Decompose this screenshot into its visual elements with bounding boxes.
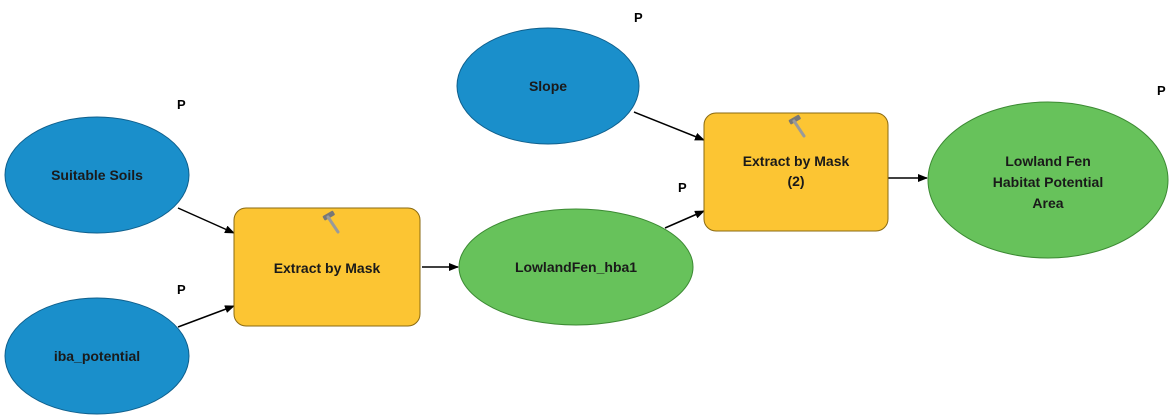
suitable-soils-ellipse [4, 116, 190, 234]
habitat-output-label-line1: Lowland Fen [1005, 153, 1091, 169]
habitat-output-node[interactable]: Lowland Fen Habitat Potential Area [927, 101, 1169, 259]
connector-slope-to-extract2 [633, 111, 705, 141]
lowlandfen-hba1-node[interactable]: LowlandFen_hba1 [458, 208, 694, 326]
lowlandfen-hba1-ellipse [458, 208, 694, 326]
suitable-soils-node[interactable]: Suitable Soils [4, 116, 190, 234]
extract-by-mask-2-box [703, 112, 889, 232]
slope-label: Slope [529, 78, 567, 94]
extract-by-mask-2-label-line1: Extract by Mask [743, 153, 850, 169]
habitat-output-label-line3: Area [1032, 195, 1063, 211]
habitat-output-param-marker: P [1157, 83, 1166, 98]
slope-ellipse [456, 27, 640, 145]
slope-param-marker: P [634, 10, 643, 25]
iba-potential-label: iba_potential [54, 348, 140, 364]
hammer-icon [788, 114, 806, 138]
iba-potential-param-marker: P [177, 282, 186, 297]
slope-node[interactable]: Slope [456, 27, 640, 145]
lowlandfen-hba1-param-marker: P [678, 180, 687, 195]
connector-iba-to-extract1 [177, 305, 235, 328]
extract-by-mask-label: Extract by Mask [274, 260, 381, 276]
suitable-soils-param-marker: P [177, 97, 186, 112]
extract-by-mask-2-tool[interactable]: Extract by Mask (2) [703, 112, 889, 232]
extract-by-mask-tool[interactable]: Extract by Mask [233, 207, 421, 327]
hammer-icon [322, 210, 340, 234]
extract-by-mask-2-label-line2: (2) [787, 173, 804, 189]
lowlandfen-hba1-label: LowlandFen_hba1 [515, 259, 637, 275]
connectors [177, 111, 928, 328]
habitat-output-label-line2: Habitat Potential [993, 174, 1103, 190]
connector-soils-to-extract1 [177, 207, 235, 234]
iba-potential-node[interactable]: iba_potential [4, 297, 190, 415]
connector-lowlandfen-to-extract2 [664, 210, 705, 229]
suitable-soils-label: Suitable Soils [51, 167, 143, 183]
extract-by-mask-box [233, 207, 421, 327]
habitat-output-ellipse [927, 101, 1169, 259]
iba-potential-ellipse [4, 297, 190, 415]
